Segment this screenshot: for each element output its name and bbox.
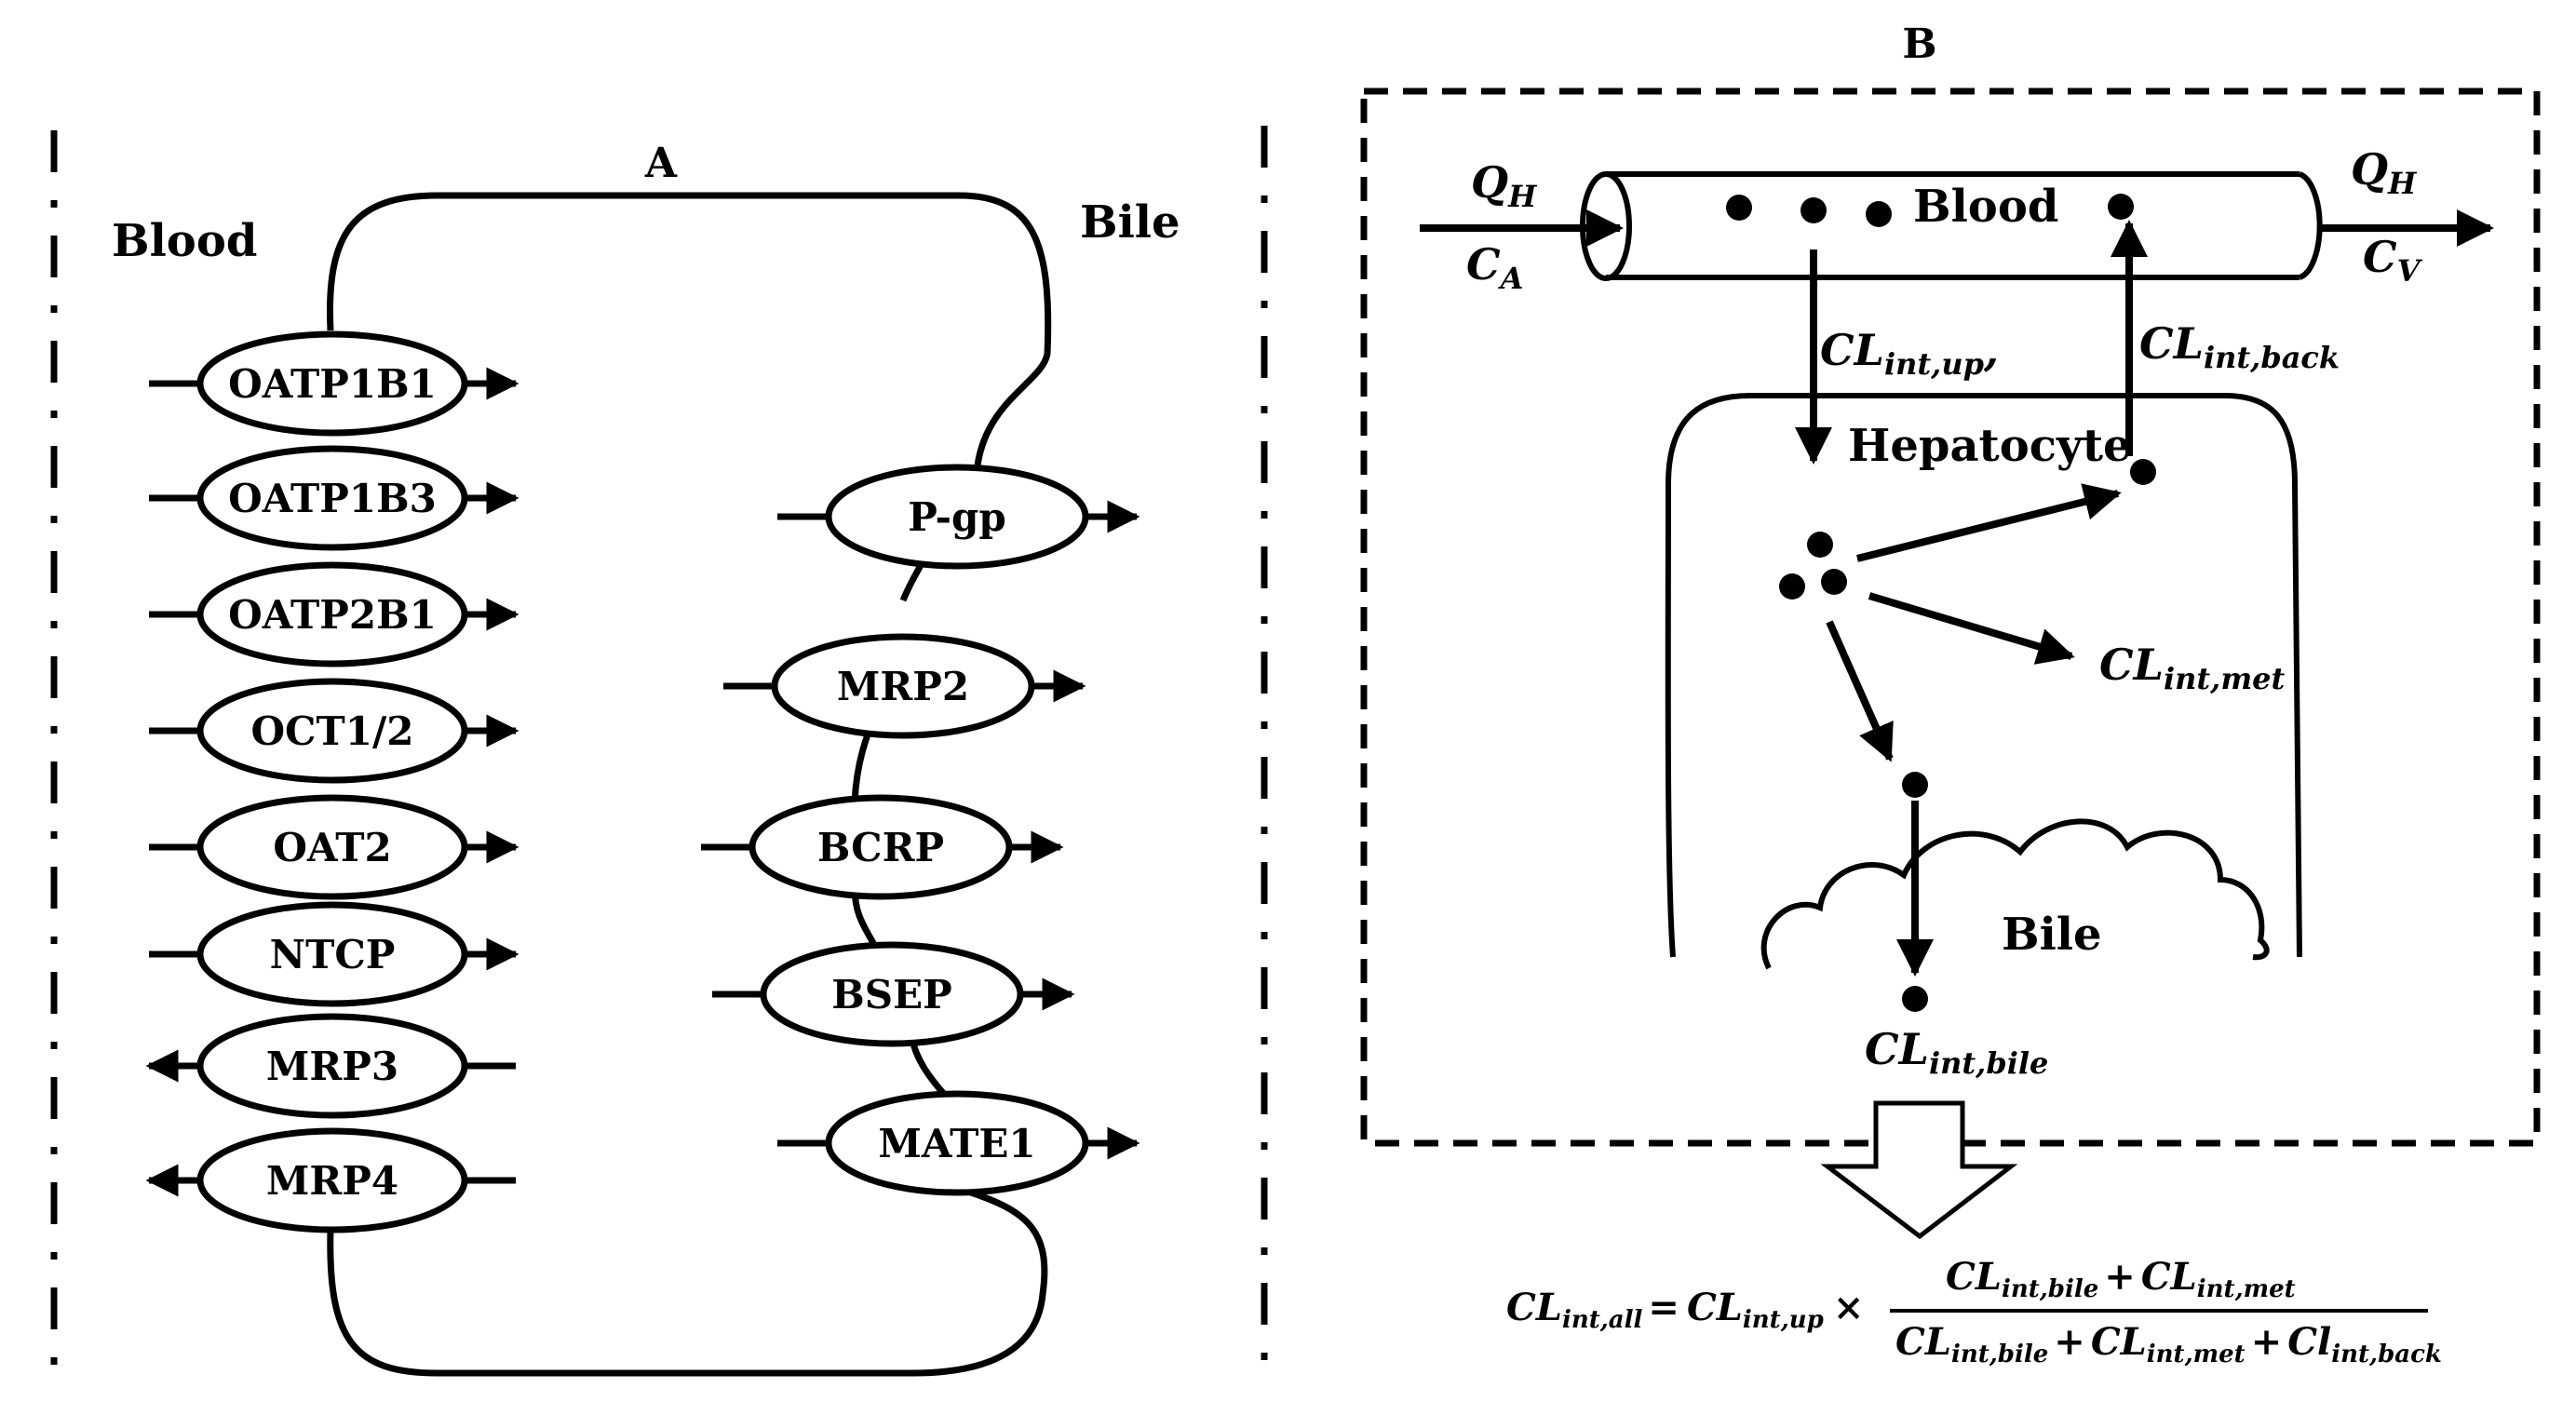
biliary-transport-arrow	[1826, 620, 1894, 762]
arterial-conc-label: CA	[1466, 239, 1523, 296]
metabolism-arrow	[1868, 592, 2075, 665]
transporter-ellipse	[196, 794, 468, 900]
transporter-ellipse	[196, 561, 468, 667]
transporter-mrp4: MRP4	[145, 1127, 516, 1233]
vessel-blood-label: Blood	[1913, 181, 2058, 233]
biliary-clearance-label: CLint,bile	[1865, 1024, 2048, 1081]
drug-dot	[2108, 194, 2134, 220]
transporter-mrp2: MRP2	[723, 633, 1086, 739]
panel-b: B QH CA QH CV Blood Hepatocyte Bile	[1360, 20, 2541, 1368]
drug-dot	[1807, 532, 1833, 558]
transporter-oat2: OAT2	[149, 794, 519, 900]
backflux-clearance-label: CLint,back	[2139, 318, 2340, 375]
transporter-label: BCRP	[817, 825, 944, 870]
transporter-ellipse	[825, 464, 1089, 570]
transporter-label: OCT1/2	[250, 708, 413, 754]
transporter-label: NTCP	[270, 932, 396, 977]
drug-dot	[1902, 772, 1928, 798]
liver-model-box	[1360, 88, 2541, 1147]
uptake-clearance-label: CLint,up,	[1820, 325, 1999, 382]
transporter-label: MRP2	[837, 664, 969, 709]
transporter-p-gp: P-gp	[777, 464, 1140, 570]
transporter-ellipse	[760, 941, 1024, 1047]
hepatocyte-cell	[1665, 393, 2302, 958]
panel-b-letter: B	[1902, 20, 1936, 68]
drug-dot	[1866, 201, 1892, 227]
transporter-ellipse	[196, 445, 468, 551]
drug-dot	[1779, 573, 1805, 600]
vessel-drug-dots	[1726, 194, 2134, 227]
formula-numerator: CLint,bile+CLint,met	[1946, 1255, 2296, 1303]
transporter-label: OATP1B1	[228, 361, 437, 407]
transporter-label: OAT2	[273, 825, 391, 870]
bile-canaliculus	[1760, 818, 2270, 970]
transporter-mrp3: MRP3	[145, 1013, 516, 1119]
transporter-ellipse	[196, 678, 468, 784]
drug-dot	[1801, 197, 1827, 223]
transporter-mate1: MATE1	[777, 1090, 1140, 1196]
transporter-ntcp: NTCP	[149, 901, 519, 1007]
bile-side-label: Bile	[1080, 196, 1180, 249]
transporter-bsep: BSEP	[712, 941, 1075, 1047]
formula-lhs: CLint,all=CLint,up×	[1506, 1286, 1864, 1334]
transporter-label: OATP2B1	[228, 592, 437, 638]
transporter-oct1-2: OCT1/2	[149, 678, 519, 784]
transporter-bcrp: BCRP	[701, 794, 1064, 900]
blood-side-label: Blood	[112, 215, 257, 267]
transporter-ellipse	[196, 901, 468, 1007]
transporter-oatp2b1: OATP2B1	[149, 561, 519, 667]
transporter-ellipse	[771, 633, 1035, 739]
panel-a: A Blood Bile OATP1B1OATP1B3OATP2B1OCT1/2…	[50, 126, 1268, 1378]
transporter-ellipse	[196, 330, 468, 437]
transporter-label: BSEP	[831, 972, 951, 1017]
flow-out-label: QH	[2351, 144, 2418, 201]
transporter-label: MRP3	[266, 1044, 398, 1089]
transporter-label: MATE1	[878, 1121, 1035, 1166]
venous-conc-label: CV	[2363, 232, 2423, 289]
metabolic-clearance-label: CLint,met	[2099, 640, 2286, 696]
formula-denominator: CLint,bile+CLint,met+Clint,back	[1895, 1320, 2442, 1368]
drug-dot	[1726, 195, 1752, 221]
transporter-oatp1b1: OATP1B1	[149, 330, 519, 437]
hepatocyte-label: Hepatocyte	[1848, 420, 2132, 472]
drug-dot	[2130, 459, 2156, 485]
flow-in-label: QH	[1471, 157, 1538, 214]
transporter-ellipse	[196, 1127, 468, 1233]
efflux-to-blood-arrow	[1856, 483, 2122, 562]
drug-dot	[1821, 569, 1847, 595]
transporter-label: P-gp	[908, 494, 1005, 540]
panel-a-letter: A	[644, 140, 678, 187]
transporter-ellipse	[749, 794, 1013, 900]
transporter-oatp1b3: OATP1B3	[149, 445, 519, 551]
clearance-formula: CLint,all=CLint,up× CLint,bile+CLint,met…	[1506, 1255, 2442, 1368]
transporter-ellipse	[825, 1090, 1089, 1196]
intracellular-drug-dots	[1779, 459, 2156, 1012]
transporter-label: MRP4	[266, 1158, 398, 1204]
transporter-ellipse	[196, 1013, 468, 1119]
result-arrow	[1820, 1100, 2018, 1240]
canaliculus-bile-label: Bile	[2002, 909, 2102, 961]
drug-dot	[1902, 986, 1928, 1012]
transporter-label: OATP1B3	[228, 476, 437, 521]
